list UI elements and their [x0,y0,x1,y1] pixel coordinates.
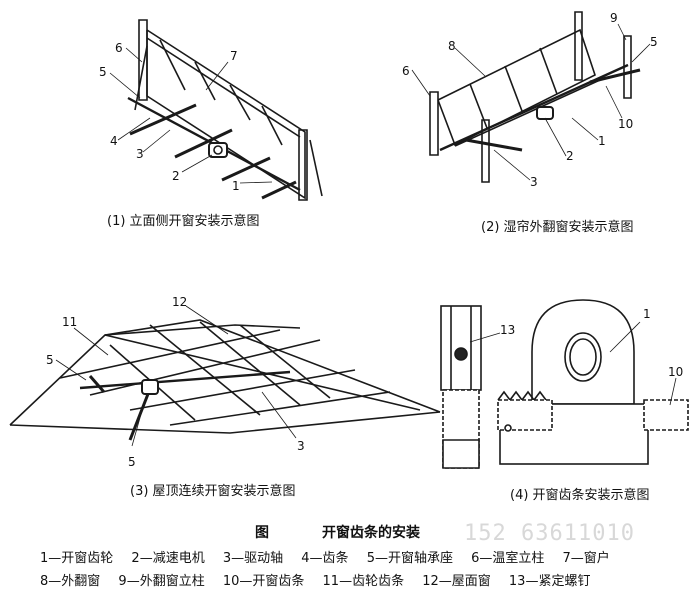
label-2: 2 [172,169,180,183]
label-7: 7 [230,49,238,63]
label-5: 5 [128,455,136,469]
label-2: 2 [566,149,574,163]
label-6: 6 [115,41,123,55]
callout-labels: 6 5 4 3 2 1 7 6 8 9 5 10 1 2 3 11 12 5 5… [46,11,683,469]
caption-subfigure-2: (2) 湿帘外翻窗安装示意图 [481,220,634,235]
figure-prefix: 图 [255,525,269,541]
label-5: 5 [46,353,54,367]
watermark: 152 63611010 [464,521,635,546]
label-6: 6 [402,64,410,78]
label-3: 3 [297,439,305,453]
caption-subfigure-3: (3) 屋顶连续开窗安装示意图 [130,484,296,499]
legend-item: 7—窗户 [562,551,610,566]
legend-item: 2—减速电机 [131,551,205,566]
label-1: 1 [598,134,606,148]
legend-item: 5—开窗轴承座 [366,551,453,566]
label-1: 1 [232,179,240,193]
legend-item: 6—温室立柱 [471,551,545,566]
label-8: 8 [448,39,456,53]
installation-diagram: 6 5 4 3 2 1 7 6 8 9 5 10 1 2 3 11 12 5 5… [9,11,689,469]
caption-subfigure-1: (1) 立面侧开窗安装示意图 [107,214,260,229]
legend-line-2: 8—外翻窗 9—外翻窗立柱 10—开窗齿条 11—齿轮齿条 12—屋面窗 13—… [40,570,680,589]
legend-item: 3—驱动轴 [222,551,284,566]
subfigure-3-drawing [9,305,441,447]
label-10: 10 [668,365,683,379]
legend-item: 13—紧定螺钉 [508,574,591,589]
figure-title: 图 开窗齿条的安装 [0,522,700,544]
legend-item: 12—屋面窗 [422,574,491,589]
legend-item: 9—外翻窗立柱 [118,574,205,589]
label-3: 3 [530,175,538,189]
label-5: 5 [99,65,107,79]
caption-subfigure-4: (4) 开窗齿条安装示意图 [510,488,650,503]
label-9: 9 [610,11,618,25]
label-3: 3 [136,147,144,161]
figure-title-text: 开窗齿条的安装 [322,525,420,541]
legend-item: 8—外翻窗 [40,574,101,589]
label-10: 10 [618,117,633,131]
label-13: 13 [500,323,515,337]
legend-item: 10—开窗齿条 [222,574,305,589]
label-11: 11 [62,315,77,329]
label-4: 4 [110,134,118,148]
label-1: 1 [643,307,651,321]
legend-item: 11—齿轮齿条 [322,574,405,589]
legend-item: 1—开窗齿轮 [40,551,114,566]
label-5: 5 [650,35,658,49]
label-12: 12 [172,295,187,309]
legend-line-1: 1—开窗齿轮 2—减速电机 3—驱动轴 4—齿条 5—开窗轴承座 6—温室立柱 … [40,547,680,566]
subfigure-1-drawing [109,19,323,201]
legend-item: 4—齿条 [301,551,349,566]
subfigure-2-drawing [411,11,651,183]
subfigure-4-drawing [440,299,689,469]
